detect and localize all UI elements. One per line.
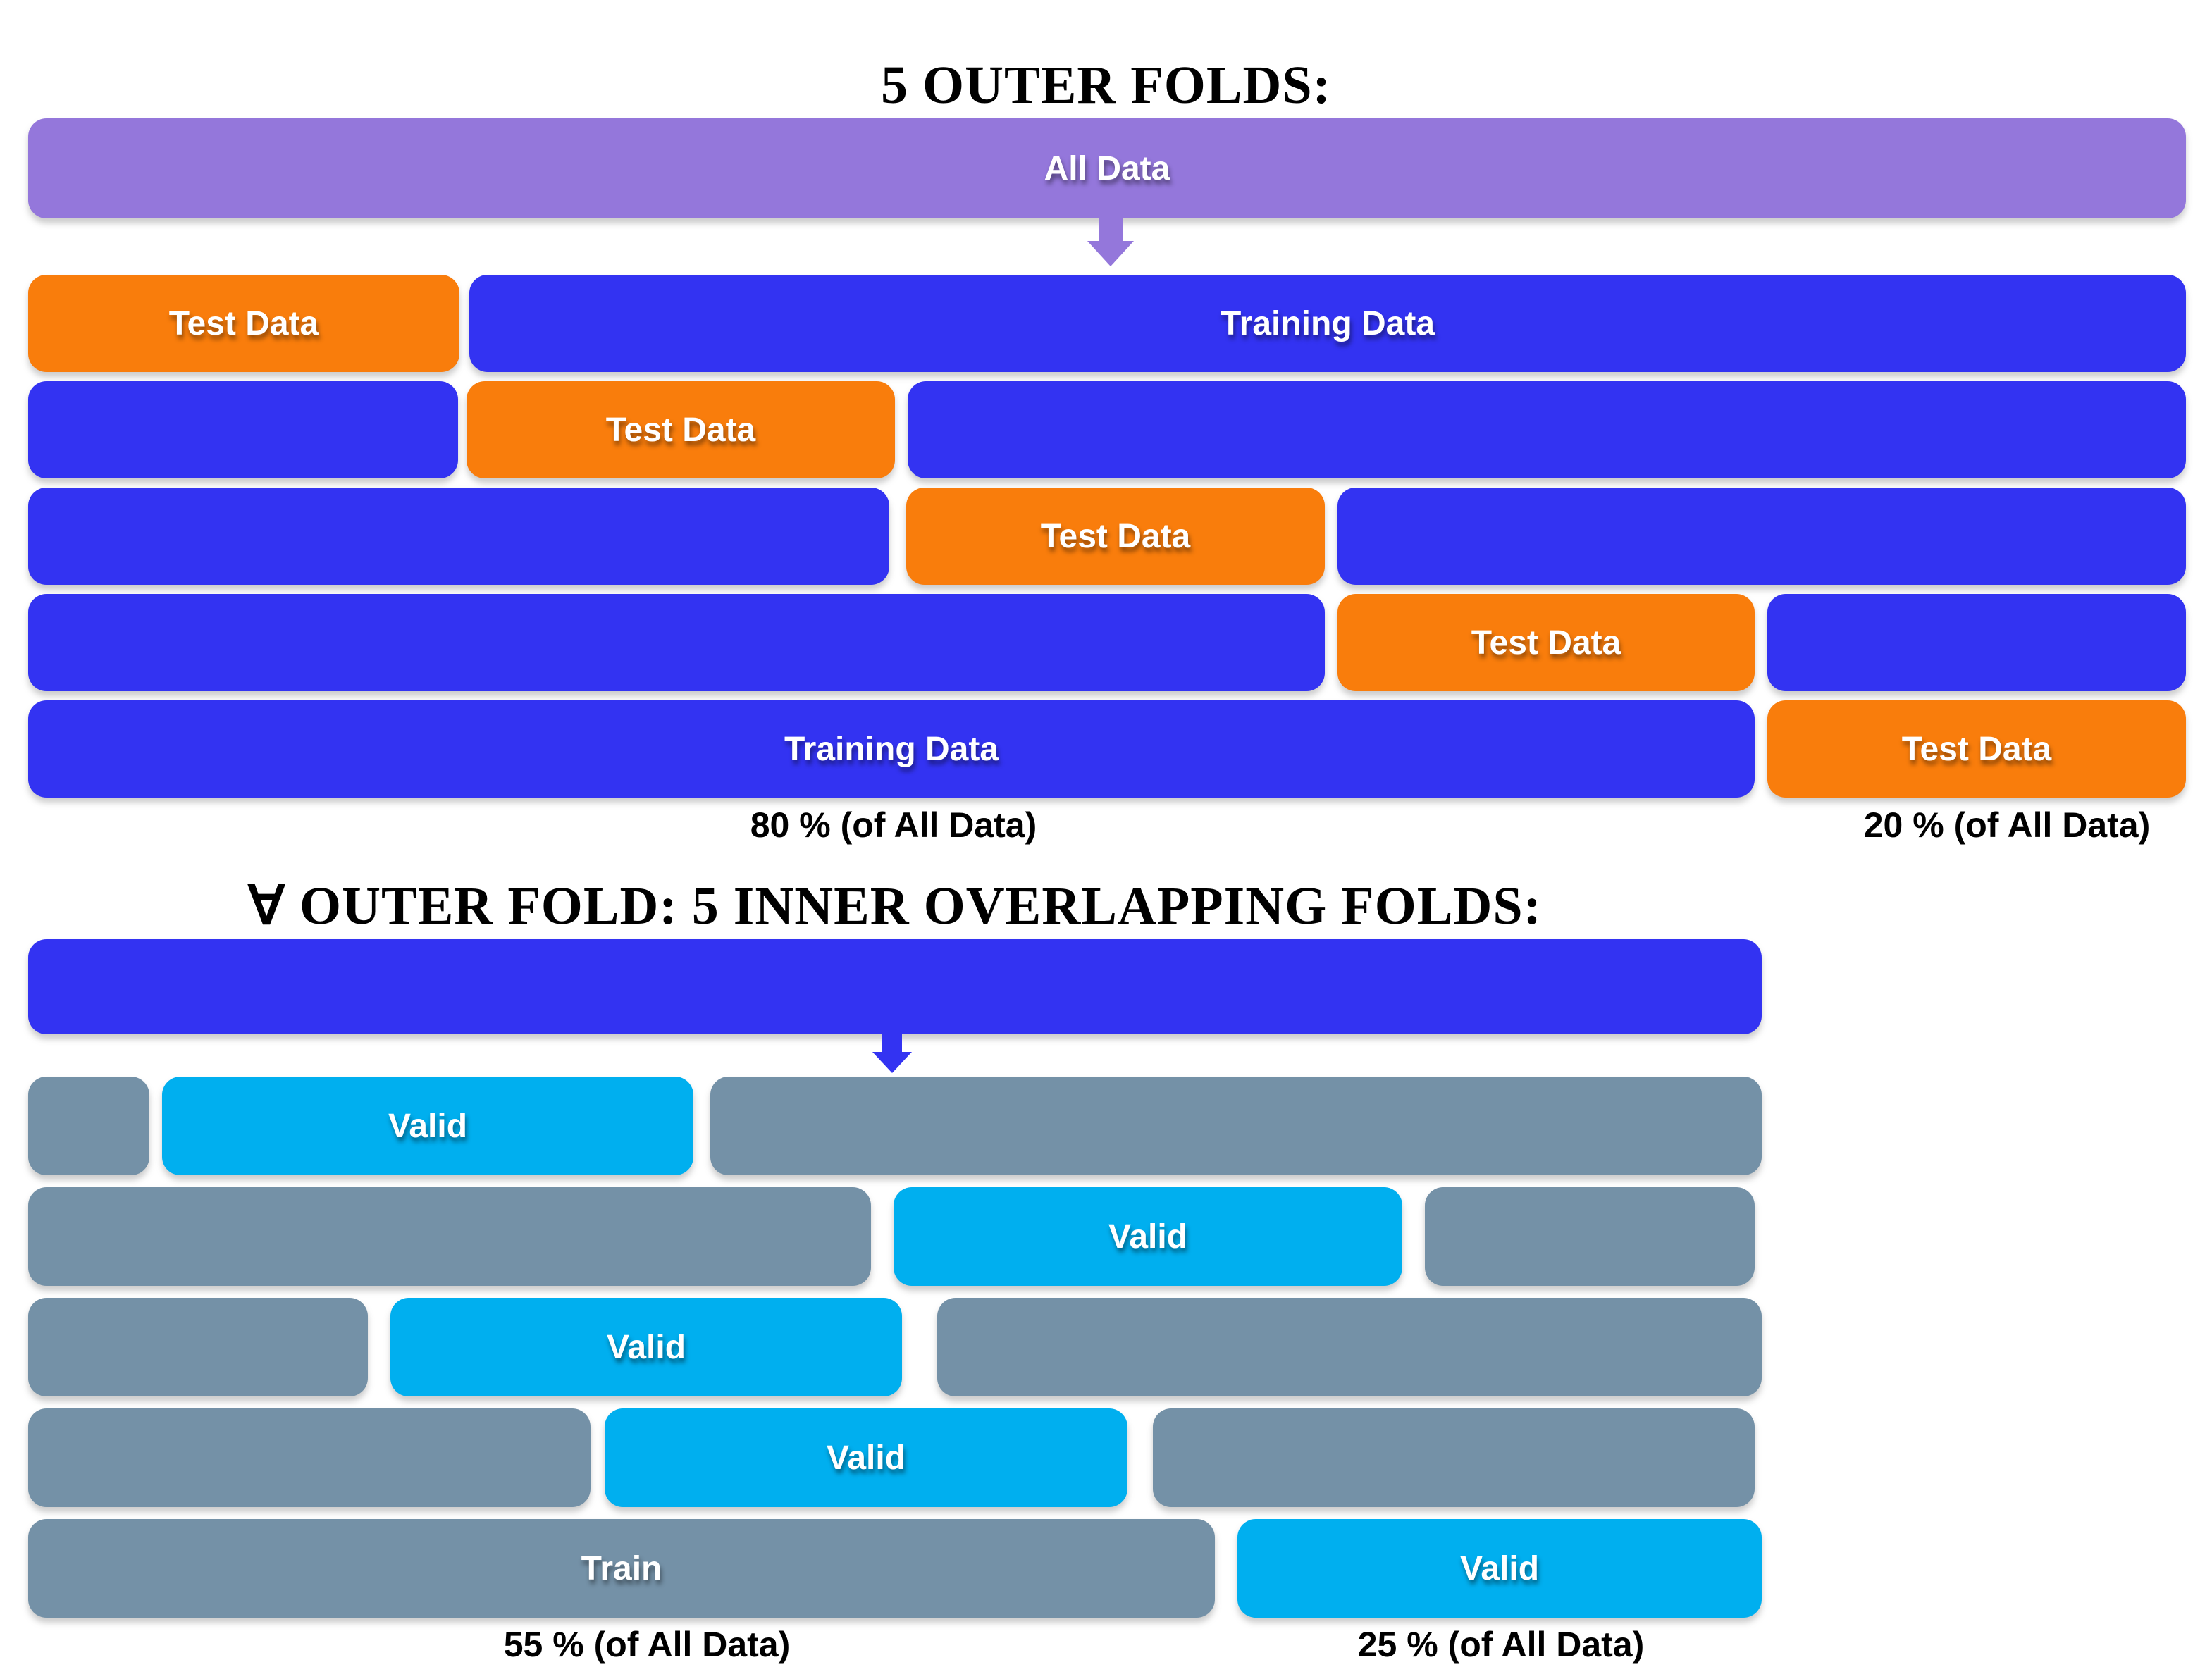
down-arrow-outer-icon: [1087, 218, 1134, 266]
segment-label: Valid: [1108, 1218, 1188, 1256]
segment-label: Valid: [1459, 1549, 1540, 1587]
segment-label: Test Data: [1471, 624, 1621, 662]
inner-fold-valid-segment: Valid: [390, 1298, 902, 1396]
outer-test-share-label: 20 % (of All Data): [1863, 805, 2151, 845]
segment-label: Test Data: [1901, 730, 2052, 768]
segment-label: Training Data: [784, 730, 999, 768]
inner-fold-pool-segment: [710, 1077, 1762, 1175]
inner-fold-pool-segment: [1153, 1408, 1755, 1507]
outer-folds-title: 5 OUTER FOLDS:: [881, 56, 1331, 115]
segment-label: Train: [581, 1549, 662, 1587]
inner-fold-pool-segment: [28, 1408, 591, 1507]
all-data-label: All Data: [1044, 149, 1170, 187]
all-data-bar: All Data: [28, 118, 2186, 218]
outer-fold-test-segment: Test Data: [906, 488, 1325, 585]
inner-fold-pool-segment: [28, 1187, 871, 1286]
inner-folds-title: ∀ OUTER FOLD: 5 INNER OVERLAPPING FOLDS:: [248, 876, 1542, 936]
segment-label: Test Data: [1040, 517, 1191, 555]
segment-label: Valid: [606, 1328, 686, 1366]
outer-training-data-bar: [28, 939, 1762, 1034]
inner-train-share-label: 55 % (of All Data): [503, 1625, 791, 1664]
inner-fold-pool-segment: [28, 1298, 368, 1396]
inner-fold-pool-segment: Train: [28, 1519, 1215, 1618]
outer-fold-training-segment: [1767, 594, 2186, 691]
outer-fold-training-segment: Training Data: [28, 700, 1755, 798]
outer-fold-test-segment: Test Data: [28, 275, 459, 372]
outer-fold-training-segment: [1337, 488, 2186, 585]
segment-label: Test Data: [168, 304, 319, 342]
segment-label: Test Data: [605, 411, 756, 449]
inner-fold-pool-segment: [1425, 1187, 1755, 1286]
outer-fold-test-segment: Test Data: [1337, 594, 1755, 691]
outer-fold-training-segment: [28, 488, 889, 585]
segment-label: Valid: [826, 1439, 906, 1477]
down-arrow-inner-icon: [872, 1033, 912, 1073]
inner-valid-share-label: 25 % (of All Data): [1357, 1625, 1645, 1664]
inner-fold-pool-segment: [28, 1077, 149, 1175]
inner-fold-valid-segment: Valid: [605, 1408, 1127, 1507]
inner-fold-valid-segment: Valid: [894, 1187, 1402, 1286]
outer-fold-test-segment: Test Data: [467, 381, 895, 478]
outer-train-share-label: 80 % (of All Data): [750, 805, 1037, 845]
inner-fold-valid-segment: Valid: [1237, 1519, 1762, 1618]
inner-fold-pool-segment: [937, 1298, 1762, 1396]
outer-fold-training-segment: Training Data: [469, 275, 2186, 372]
segment-label: Valid: [388, 1107, 468, 1145]
outer-fold-test-segment: Test Data: [1767, 700, 2186, 798]
inner-fold-valid-segment: Valid: [162, 1077, 693, 1175]
segment-label: Training Data: [1220, 304, 1435, 342]
outer-fold-training-segment: [28, 594, 1325, 691]
outer-fold-training-segment: [28, 381, 458, 478]
outer-fold-training-segment: [908, 381, 2186, 478]
